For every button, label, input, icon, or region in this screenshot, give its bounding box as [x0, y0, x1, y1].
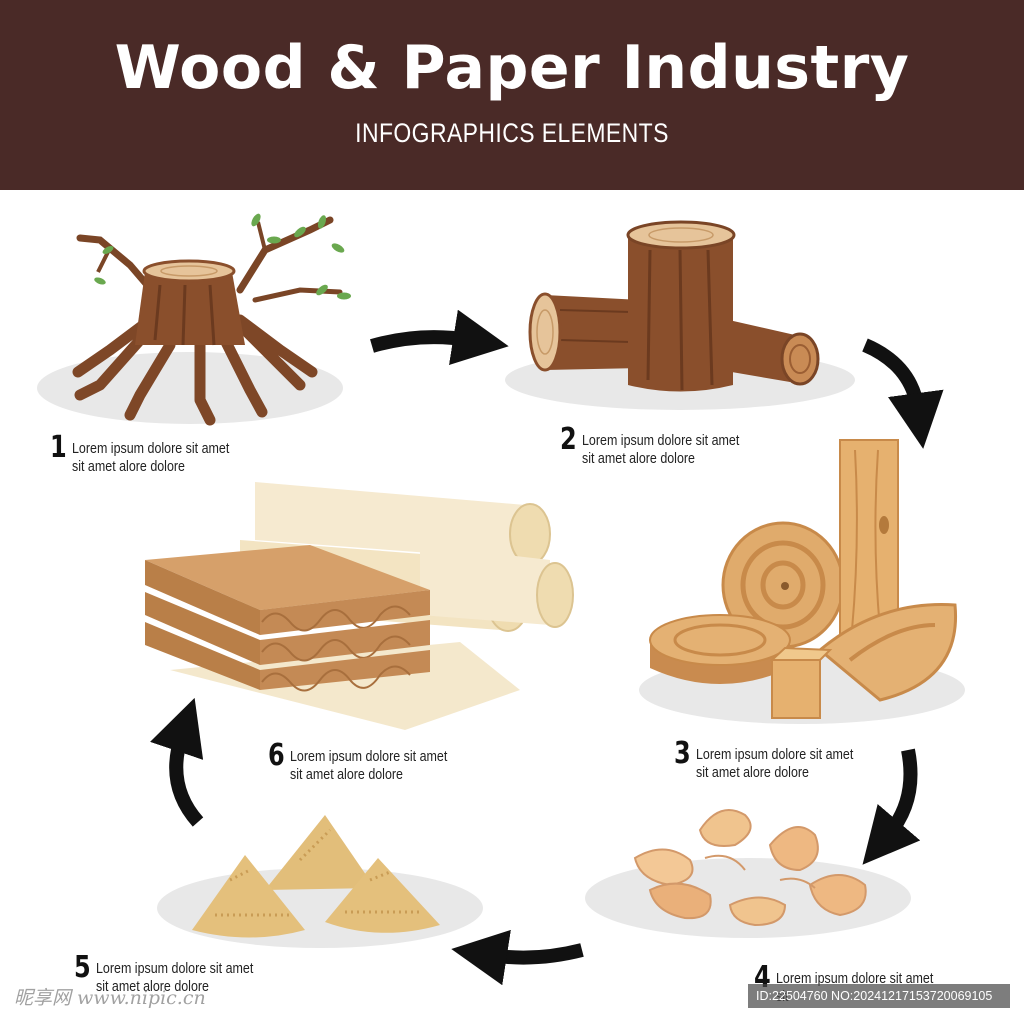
step-number: 5 [74, 950, 91, 985]
step-number: 1 [50, 430, 67, 465]
wood-shavings-icon [585, 809, 911, 938]
step-number: 6 [268, 738, 285, 773]
step-description: Lorem ipsum dolore sit amet sit amet alo… [696, 747, 854, 781]
arrow-icon [451, 929, 584, 986]
step-description: Lorem ipsum dolore sit amet sit amet alo… [290, 749, 448, 783]
tree-stump-icon [37, 213, 351, 426]
page-subtitle: INFOGRAPHICS ELEMENTS [355, 118, 669, 148]
watermark: 昵享网 www.nipic.cn [14, 987, 206, 1009]
header-banner: Wood & Paper Industry INFOGRAPHICS ELEME… [0, 0, 1024, 190]
logs-icon [505, 220, 855, 410]
step-number: 2 [560, 422, 577, 457]
arrow-icon [150, 697, 204, 827]
image-id-bar: ID:22504760 NO:20241217153720069105 [748, 984, 1010, 1008]
arrow-icon [862, 748, 921, 865]
sawdust-icon [157, 815, 483, 948]
arrow-icon [370, 309, 509, 365]
step-description: Lorem ipsum dolore sit amet sit amet alo… [72, 441, 230, 475]
step-description: Lorem ipsum dolore sit amet sit amet alo… [582, 433, 740, 467]
arrow-icon [862, 338, 944, 449]
step-description: Lorem ipsum dolore sit amet sit amet alo… [96, 961, 254, 995]
page-title: Wood & Paper Industry [114, 33, 910, 103]
step-number: 3 [674, 736, 691, 771]
lumber-icon [639, 439, 965, 724]
paper-cardboard-icon [145, 482, 574, 730]
